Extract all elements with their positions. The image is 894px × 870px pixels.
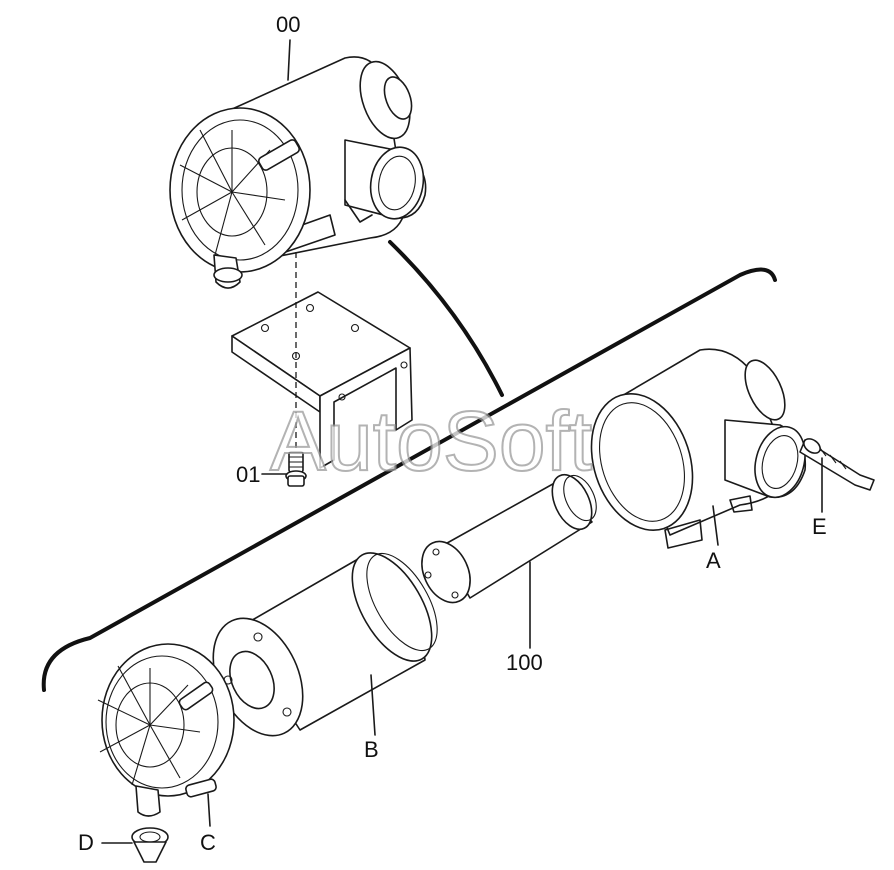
restriction-indicator-e xyxy=(799,438,875,491)
end-cover-c xyxy=(97,643,235,817)
leader-00 xyxy=(287,39,291,81)
vacuator-valve-d xyxy=(131,827,169,863)
divider-line-main xyxy=(41,267,777,692)
bolt-01 xyxy=(285,451,307,487)
inner-safety-element-100 xyxy=(421,473,597,604)
label-valve: D xyxy=(78,830,94,855)
label-bolt: 01 xyxy=(236,462,260,487)
label-housing: A xyxy=(706,548,721,573)
leader-a xyxy=(712,505,719,546)
air-cleaner-assembly xyxy=(169,56,427,289)
watermark-text: AutoSoft xyxy=(270,394,592,488)
housing-a xyxy=(590,348,807,549)
primary-element-b xyxy=(212,552,438,737)
label-indicator: E xyxy=(812,514,827,539)
label-cover: C xyxy=(200,830,216,855)
label-assembly: 00 xyxy=(276,12,300,37)
divider-line-pointer xyxy=(388,240,504,397)
label-inner-element: 100 xyxy=(506,650,543,675)
leader-b xyxy=(370,674,376,736)
mounting-bracket xyxy=(231,291,413,469)
leader-c xyxy=(207,793,211,827)
label-element: B xyxy=(364,737,379,762)
